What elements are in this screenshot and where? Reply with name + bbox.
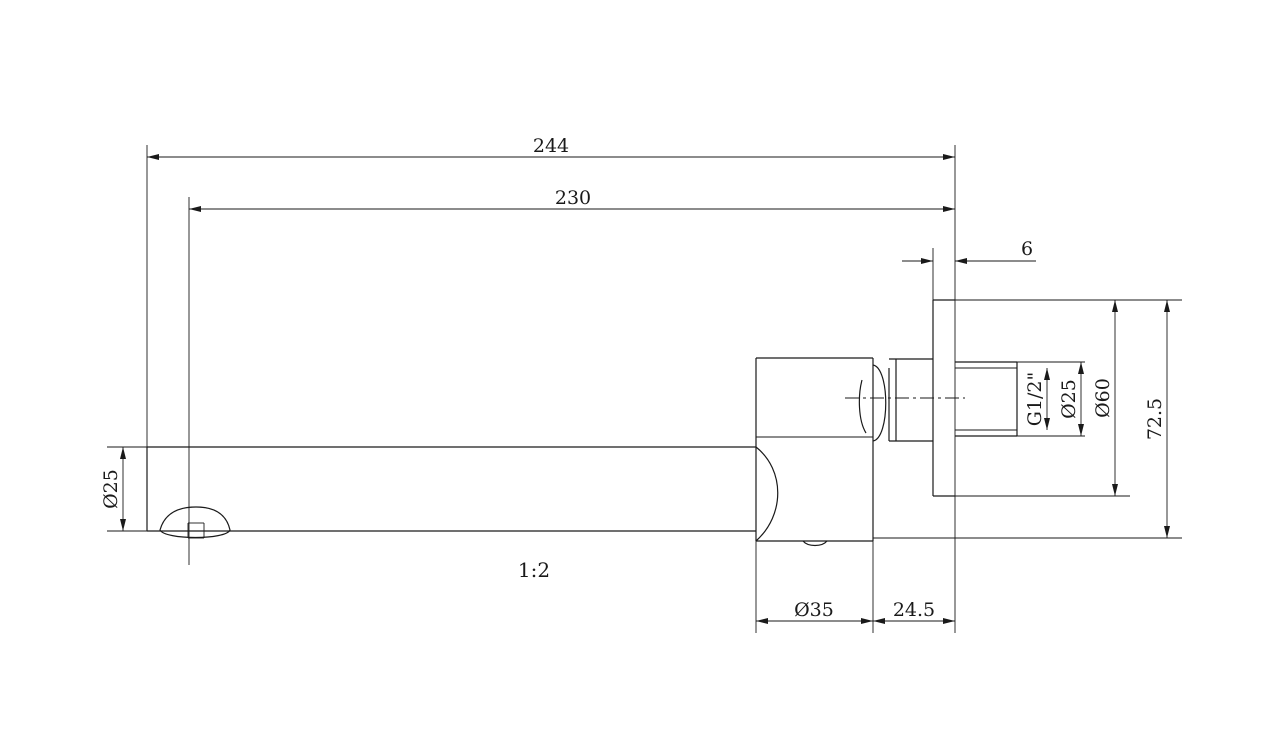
dimension-body-diameter: Ø35	[756, 599, 873, 624]
spout-arm	[146, 446, 779, 542]
spout-outlet	[159, 506, 231, 539]
dim-label-height: 72.5	[1144, 398, 1166, 440]
dimension-flange-diameter: Ø60	[1092, 300, 1118, 496]
dimension-spout-diameter: Ø25	[100, 447, 126, 531]
dim-label-connector-diameter: Ø25	[1058, 379, 1080, 419]
dimension-body-offset: 24.5	[873, 599, 955, 624]
dim-label-overall-length: 244	[533, 135, 569, 157]
dim-label-body-offset: 24.5	[893, 599, 935, 621]
dimension-connector-diameter: Ø25	[1058, 362, 1084, 436]
mixer-body	[755, 357, 874, 547]
scale-label: 1:2	[518, 558, 550, 582]
dim-label-spout-diameter: Ø25	[100, 469, 122, 509]
extension-lines	[107, 145, 1182, 633]
dim-label-spout-length: 230	[555, 187, 591, 209]
dimension-spout-length: 230	[189, 187, 955, 212]
dim-label-flange-thickness: 6	[1021, 238, 1033, 260]
dim-label-body-diameter: Ø35	[794, 599, 834, 621]
dimension-overall-length: 244	[147, 135, 955, 160]
dim-label-thread: G1/2"	[1024, 372, 1046, 427]
dimension-height: 72.5	[1144, 300, 1170, 538]
connector-neck	[858, 358, 933, 442]
dim-label-flange-diameter: Ø60	[1092, 378, 1114, 418]
threaded-connector	[955, 361, 1018, 437]
dimension-flange-thickness: 6	[902, 238, 1036, 264]
dimension-thread: G1/2"	[1024, 368, 1050, 430]
